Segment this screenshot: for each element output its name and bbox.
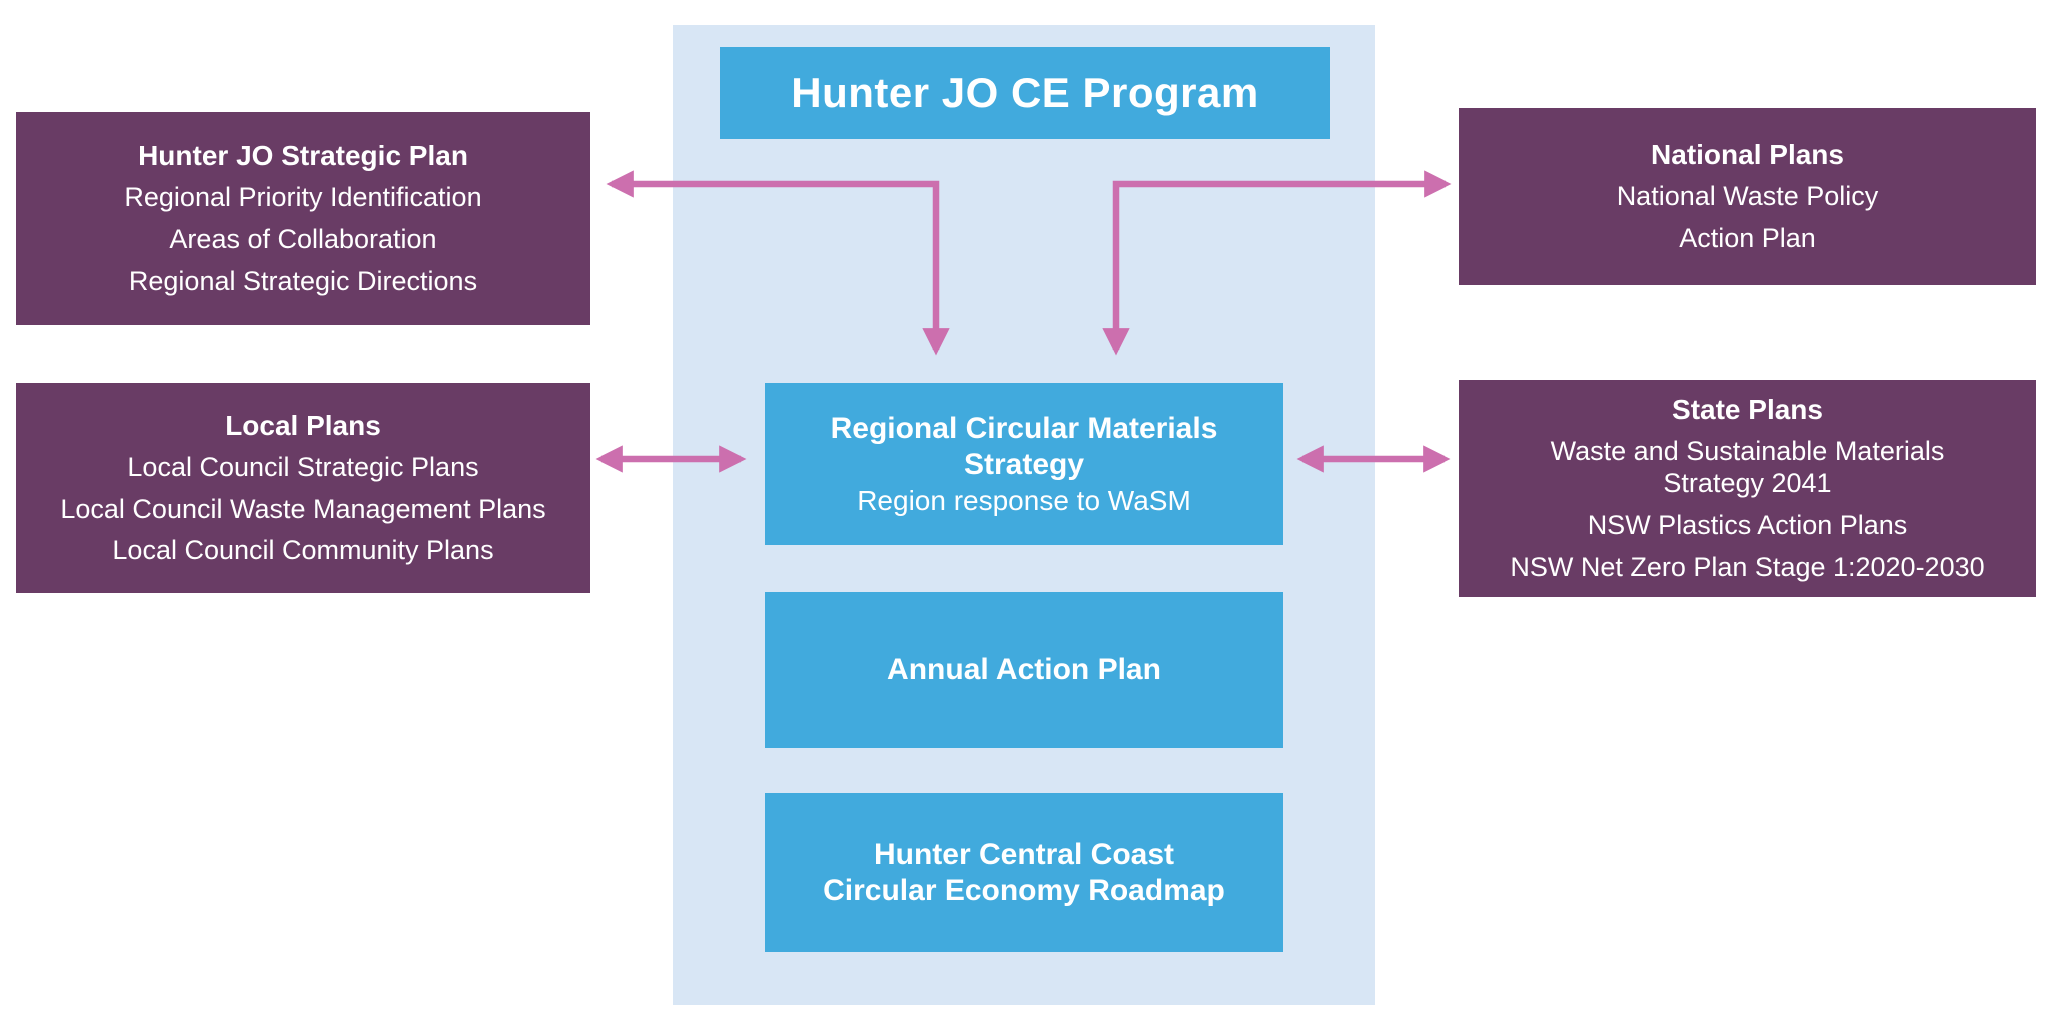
box-title: Hunter Central Coast Circular Economy Ro… xyxy=(823,837,1225,907)
box-annual-action-plan: Annual Action Plan xyxy=(765,592,1283,748)
box-title: Annual Action Plan xyxy=(887,653,1161,686)
box-line: Areas of Collaboration xyxy=(169,224,437,255)
box-subtitle: Region response to WaSM xyxy=(857,484,1191,516)
box-line: Regional Strategic Directions xyxy=(128,265,478,296)
box-line: Regional Priority Identification xyxy=(124,182,482,213)
box-title: Local Plans xyxy=(225,409,381,441)
box-line: Action Plan xyxy=(1679,223,1816,253)
box-local-plans: Local Plans Local Council Strategic Plan… xyxy=(16,383,590,593)
box-title: National Plans xyxy=(1651,139,1844,171)
box-line: NSW Net Zero Plan Stage 1:2020-2030 xyxy=(1510,551,1985,582)
box-line: National Waste Policy xyxy=(1616,181,1879,212)
program-title: Hunter JO CE Program xyxy=(791,69,1259,116)
box-hunter-jo-ce-program: Hunter JO CE Program xyxy=(720,47,1330,139)
box-title: Hunter JO Strategic Plan xyxy=(138,140,468,172)
box-line: Local Council Strategic Plans xyxy=(127,451,479,482)
box-line: Waste and Sustainable Materials Strategy… xyxy=(1550,436,1945,499)
box-regional-circular-materials-strategy: Regional Circular Materials Strategy Reg… xyxy=(765,383,1283,545)
box-title: Regional Circular Materials Strategy xyxy=(830,411,1218,481)
box-line: NSW Plastics Action Plans xyxy=(1587,510,1908,540)
box-line: Local Council Waste Management Plans xyxy=(60,493,546,524)
box-line: Local Council Community Plans xyxy=(112,535,494,566)
box-title: State Plans xyxy=(1672,394,1823,426)
box-hunter-jo-strategic-plan: Hunter JO Strategic Plan Regional Priori… xyxy=(16,112,590,325)
box-national-plans: National Plans National Waste Policy Act… xyxy=(1459,108,2036,285)
box-hunter-central-coast-ce-roadmap: Hunter Central Coast Circular Economy Ro… xyxy=(765,793,1283,952)
box-state-plans: State Plans Waste and Sustainable Materi… xyxy=(1459,380,2036,597)
